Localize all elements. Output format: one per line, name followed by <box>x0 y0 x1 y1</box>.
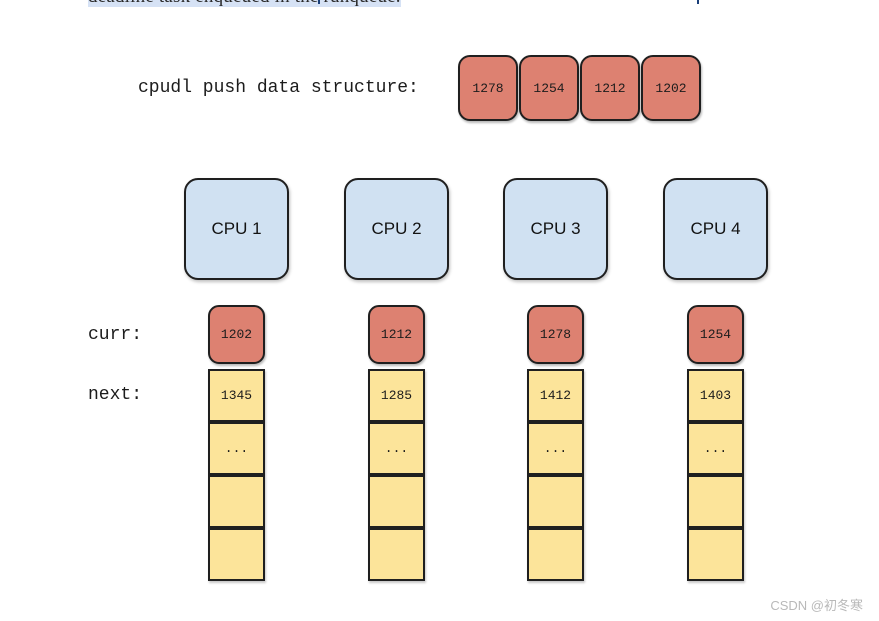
curr-row-label: curr: <box>88 325 143 345</box>
next-cell-cpu3-3 <box>527 528 584 581</box>
push-cell-1: 1254 <box>519 55 579 121</box>
cpu-box-4: CPU 4 <box>663 178 768 280</box>
curr-cell-cpu1: 1202 <box>208 305 265 364</box>
next-cell-cpu1-1: ... <box>208 422 265 475</box>
push-cell-2: 1212 <box>580 55 640 121</box>
clipped-document-heading: deadline task enqueued in the runqueue. <box>88 0 401 8</box>
next-cell-cpu1-0: 1345 <box>208 369 265 422</box>
push-structure-label: cpudl push data structure: <box>138 78 419 98</box>
next-cell-cpu4-2 <box>687 475 744 528</box>
cpu-box-1: CPU 1 <box>184 178 289 280</box>
next-cell-cpu4-1: ... <box>687 422 744 475</box>
next-row-label: next: <box>88 385 143 405</box>
curr-cell-cpu3: 1278 <box>527 305 584 364</box>
next-cell-cpu1-3 <box>208 528 265 581</box>
next-cell-cpu3-1: ... <box>527 422 584 475</box>
curr-cell-cpu4: 1254 <box>687 305 744 364</box>
next-cell-cpu4-3 <box>687 528 744 581</box>
text-cursor-icon <box>318 0 320 4</box>
cpu-box-3: CPU 3 <box>503 178 608 280</box>
next-cell-cpu4-0: 1403 <box>687 369 744 422</box>
cpu-box-2: CPU 2 <box>344 178 449 280</box>
text-cursor-secondary-icon <box>697 0 699 4</box>
next-cell-cpu2-3 <box>368 528 425 581</box>
push-cell-3: 1202 <box>641 55 701 121</box>
next-cell-cpu3-0: 1412 <box>527 369 584 422</box>
next-cell-cpu2-1: ... <box>368 422 425 475</box>
next-cell-cpu3-2 <box>527 475 584 528</box>
next-cell-cpu1-2 <box>208 475 265 528</box>
next-cell-cpu2-2 <box>368 475 425 528</box>
clipped-heading-text: deadline task enqueued in the runqueue. <box>88 0 401 7</box>
curr-cell-cpu2: 1212 <box>368 305 425 364</box>
push-cell-0: 1278 <box>458 55 518 121</box>
csdn-watermark: CSDN @初冬寒 <box>770 598 863 613</box>
next-cell-cpu2-0: 1285 <box>368 369 425 422</box>
